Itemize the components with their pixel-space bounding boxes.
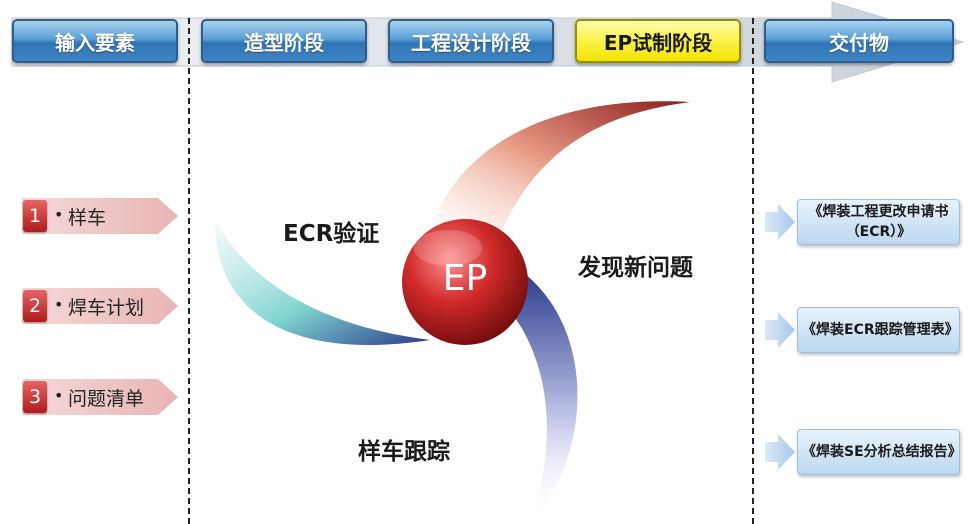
swirl-arm-red — [430, 101, 690, 235]
input-bullet-2: • — [54, 295, 64, 314]
swirl-arm-navy — [500, 270, 578, 522]
cycle-step-sample-car-tracking: 样车跟踪 — [358, 439, 450, 465]
deliverable-arrow-3 — [765, 434, 795, 470]
cycle-step-ecr-verify: ECR验证 — [283, 221, 380, 247]
input-number-3: 3 — [23, 381, 47, 413]
input-label-1: 样车 — [68, 207, 107, 229]
input-number-2: 2 — [23, 290, 47, 322]
deliverable-ecr-tracking-table: 《焊装ECR跟踪管理表》 — [797, 307, 960, 353]
deliverable-se-analysis-report: 《焊装SE分析总结报告》 — [797, 429, 962, 475]
input-bullet-1: • — [54, 205, 64, 224]
input-bullet-3: • — [54, 386, 64, 405]
ep-center-circle — [402, 219, 528, 345]
input-label-3: 问题清单 — [68, 388, 145, 410]
swirl-arm-teal — [215, 220, 430, 345]
deliverable-ecr-request: 《焊装工程更改申请书（ECR）》 — [797, 199, 960, 245]
ep-center-label: EP — [442, 258, 488, 299]
input-number-1: 1 — [23, 200, 47, 232]
cycle-step-find-new-issues: 发现新问题 — [578, 255, 693, 281]
input-label-2: 焊车计划 — [68, 297, 145, 319]
phase-deliverables: 交付物 — [764, 19, 954, 63]
input-chevron-2 — [22, 288, 178, 324]
input-chevron-3 — [22, 379, 178, 415]
input-chevron-1 — [22, 198, 178, 234]
phase-input-factors: 输入要素 — [12, 19, 178, 63]
phase-engineering-design: 工程设计阶段 — [388, 19, 554, 63]
ep-highlight — [414, 230, 482, 266]
deliverable-arrow-2 — [765, 312, 795, 348]
deliverable-arrow-1 — [765, 204, 795, 240]
phase-styling: 造型阶段 — [201, 19, 367, 63]
phase-ep-trial: EP试制阶段 — [575, 19, 741, 63]
